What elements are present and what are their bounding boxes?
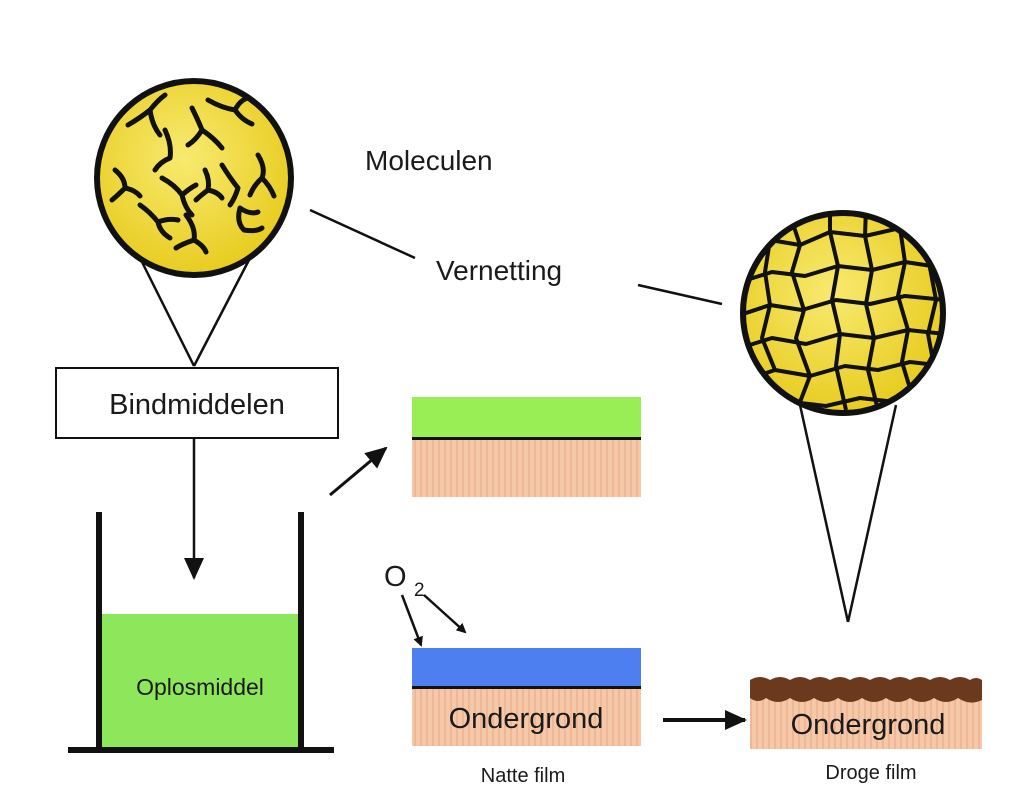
solvent-beaker: Oplosmiddel: [68, 512, 334, 753]
label-substrate-dry: Ondergrond: [791, 709, 946, 741]
dry-film: Ondergrond Droge film: [750, 677, 982, 784]
label-solvent: Oplosmiddel: [136, 674, 264, 700]
oxygen-arrow-1: [400, 594, 423, 647]
label-oxygen-subscript: 2: [414, 580, 425, 601]
label-crosslinking: Vernetting: [436, 255, 562, 286]
wet-layer-film: [412, 397, 641, 497]
molecules-magnifier: [94, 78, 294, 367]
wet-film: Ondergrond Natte film: [412, 648, 641, 787]
molecule-shapes: [109, 92, 277, 255]
label-wet-film: Natte film: [481, 765, 565, 787]
connector-line-right: [637, 283, 723, 306]
label-binders: Bindmiddelen: [109, 389, 285, 421]
arrow-to-wet-layer: [329, 446, 388, 497]
label-oxygen: O: [384, 561, 407, 593]
oxygen-arrow-2: [423, 594, 467, 634]
oxygen-label: O 2: [384, 561, 425, 601]
label-molecules: Moleculen: [365, 145, 493, 176]
crosslinked-magnifier: [740, 210, 946, 623]
binders-box: Bindmiddelen: [55, 367, 339, 439]
label-dry-film: Droge film: [825, 762, 916, 784]
label-substrate-wet: Ondergrond: [449, 703, 604, 735]
connector-line-left: [309, 208, 416, 260]
